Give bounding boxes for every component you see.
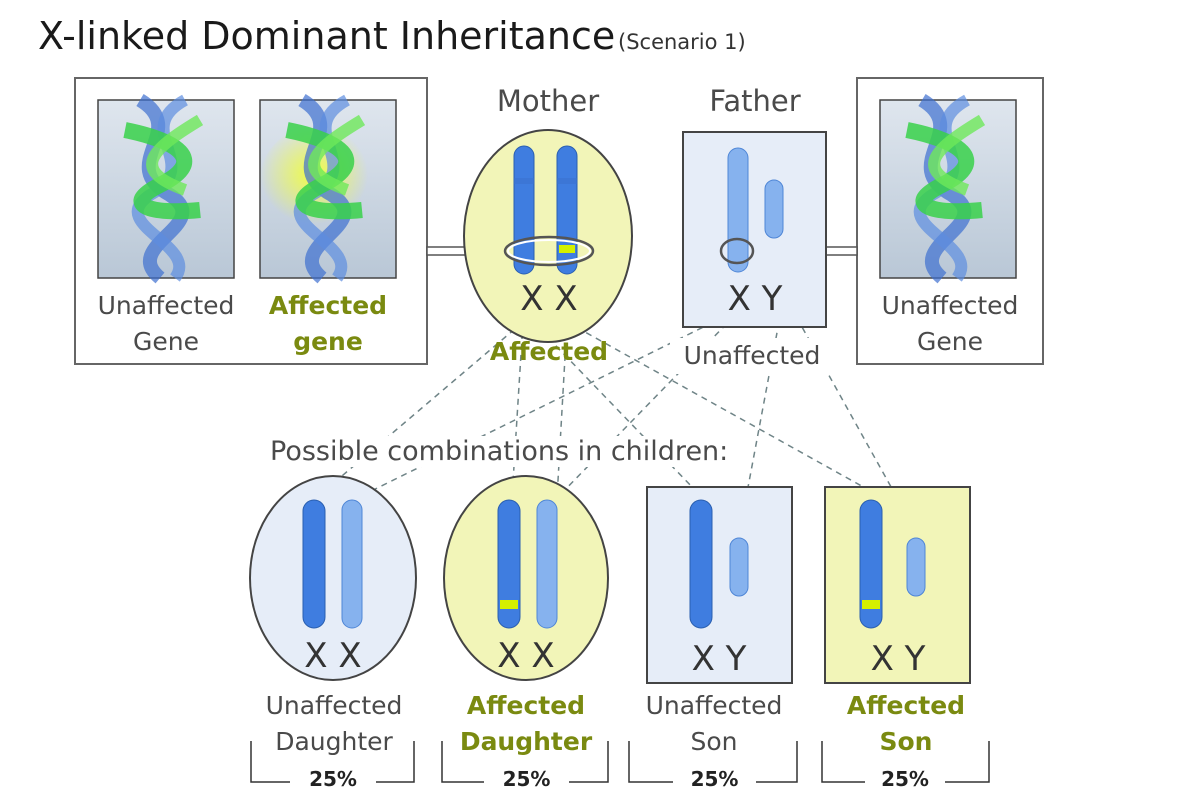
mother-cell: X X [463, 129, 633, 343]
percent-brackets [250, 741, 990, 783]
gene-highlight-ring [503, 235, 595, 267]
mother-title: Mother [496, 84, 600, 118]
child-unaffected-daughter: X X [249, 475, 417, 681]
child-1-percent: 25% [309, 767, 357, 791]
page-subtitle: (Scenario 1) [618, 30, 746, 54]
father-status: Unaffected [670, 338, 834, 374]
child-affected-daughter: X X [443, 475, 609, 681]
mother-chromosome-1 [513, 145, 535, 275]
child-3-label: Unaffected Son [645, 691, 783, 756]
gene-highlight-ring-father [719, 237, 755, 265]
child-4-chromosome-label: X Y [871, 639, 926, 679]
gene-label-affected: Affected gene [268, 291, 388, 356]
dna-image-unaffected [97, 94, 235, 284]
mutation-mark [862, 600, 880, 609]
gene-panel-right [856, 77, 1044, 365]
father-chromosome-label: X Y [728, 279, 783, 319]
child-2-percent: 25% [502, 767, 551, 791]
mother-chromosome-label: X X [520, 279, 577, 319]
mother-status: Affected [489, 337, 609, 366]
child-2-chromosome-label: X X [497, 636, 554, 676]
father-x-chromosome [727, 147, 749, 273]
gene-panel-left [74, 77, 428, 365]
father-y-chromosome [764, 179, 784, 239]
mutation-mark [500, 600, 518, 609]
children-heading: Possible combinations in children: [268, 436, 731, 467]
mother-chromosome-2 [556, 145, 578, 275]
child-4-percent: 25% [881, 767, 929, 791]
father-title: Father [709, 84, 801, 118]
child-unaffected-son: X Y [646, 486, 793, 684]
dna-image-unaffected-right [879, 94, 1017, 284]
mutation-mark [559, 245, 575, 253]
dna-image-affected [259, 94, 397, 284]
father-cell: X Y [682, 131, 827, 328]
child-affected-son: X Y [824, 486, 971, 684]
child-1-label: Unaffected Daughter [265, 691, 403, 756]
gene-label-unaffected-right: Unaffected Gene [881, 291, 1019, 356]
child-3-percent: 25% [690, 767, 739, 791]
page-title: X-linked Dominant Inheritance [38, 14, 616, 58]
child-1-chromosome-label: X X [304, 636, 361, 676]
gene-label-unaffected: Unaffected Gene [97, 291, 235, 356]
child-4-label: Affected Son [846, 691, 966, 756]
child-2-label: Affected Daughter [459, 691, 593, 756]
child-3-chromosome-label: X Y [692, 639, 747, 679]
